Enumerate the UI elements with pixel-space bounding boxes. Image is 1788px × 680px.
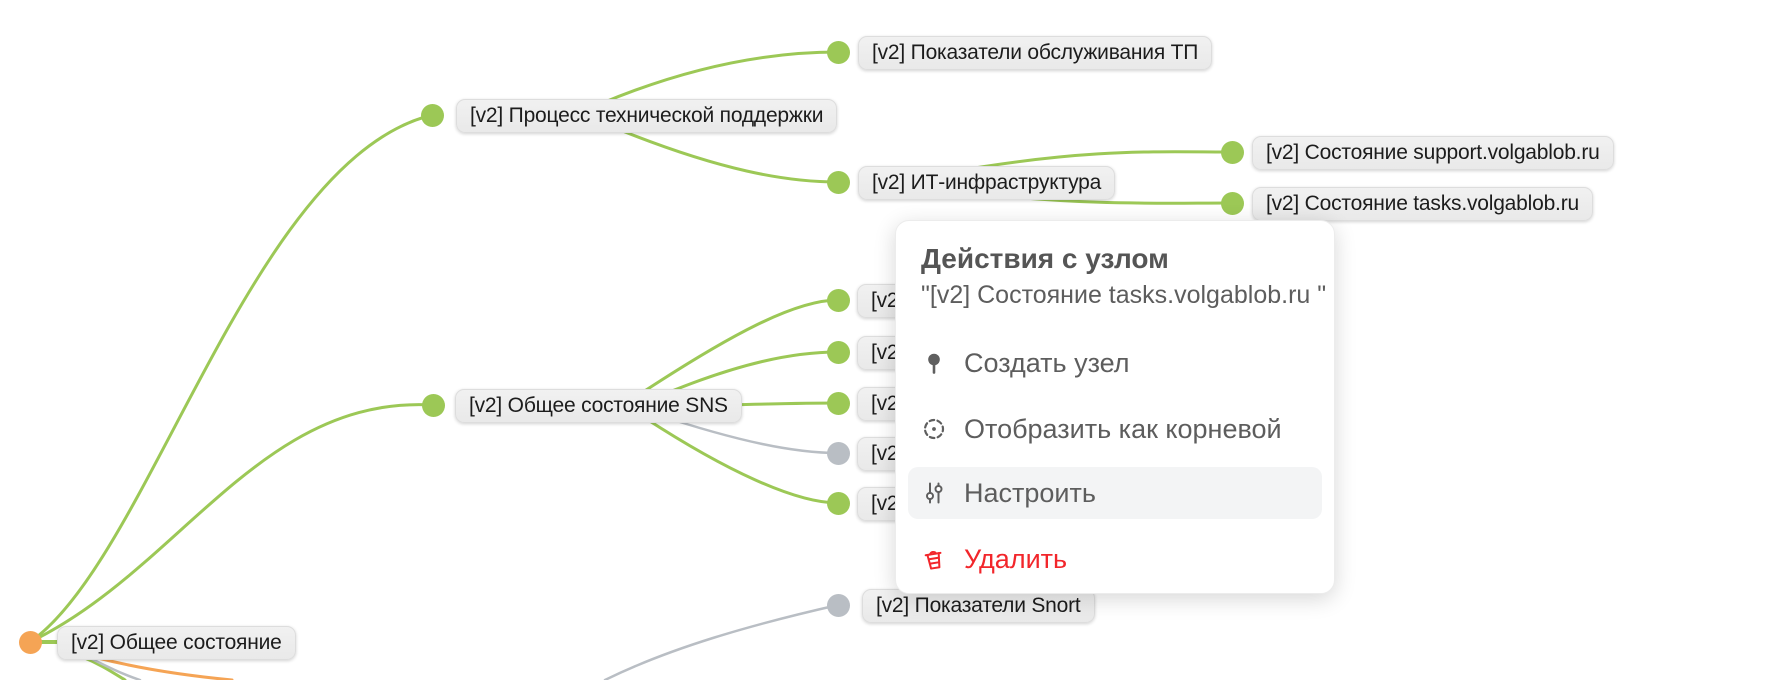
edge-sns-child1 <box>638 298 840 396</box>
edge-root-process <box>28 113 434 644</box>
menu-item-delete[interactable]: Удалить <box>908 533 1322 585</box>
node-status-dot-tp-metrics[interactable] <box>826 40 850 64</box>
edge-root-sns <box>28 403 435 644</box>
node-actions-context-menu: Действия с узлом "[v2] Состояние tasks.v… <box>895 220 1335 594</box>
node-tasks-state[interactable]: [v2] Состояние tasks.volgablob.ru <box>1252 187 1593 221</box>
node-status-dot-root[interactable] <box>18 630 42 654</box>
node-status-dot-support-state[interactable] <box>1220 140 1244 164</box>
node-snort[interactable]: [v2] Показатели Snort <box>862 589 1095 623</box>
edge-sns-child4 <box>653 412 840 455</box>
node-tp-metrics[interactable]: [v2] Показатели обслуживания ТП <box>858 36 1213 70</box>
node-root[interactable]: [v2] Общее состояние <box>57 626 296 660</box>
node-sns[interactable]: [v2] Общее состояние SNS <box>455 389 742 423</box>
trash-icon <box>924 550 942 570</box>
node-status-dot-it-infra[interactable] <box>826 170 850 194</box>
node-support-state[interactable]: [v2] Состояние support.volgablob.ru <box>1252 136 1614 170</box>
node-status-dot-sns-child-3[interactable] <box>826 391 850 415</box>
pin-icon <box>928 353 940 374</box>
menu-item-create-node[interactable]: Создать узел <box>908 337 1322 389</box>
node-it-infra[interactable]: [v2] ИТ-инфраструктура <box>858 166 1116 200</box>
edge-sns-child2 <box>653 350 840 400</box>
menu-item-configure[interactable]: Настроить <box>908 467 1322 519</box>
menu-item-label: Отобразить как корневой <box>964 413 1282 444</box>
edge-process-it <box>618 128 840 184</box>
node-status-dot-tasks-state[interactable] <box>1220 191 1244 215</box>
node-status-dot-sns-child-4[interactable] <box>826 441 850 465</box>
node-process[interactable]: [v2] Процесс технической поддержки <box>456 99 838 133</box>
node-status-dot-process[interactable] <box>420 103 444 127</box>
edge-root-tail-orange <box>96 656 234 680</box>
context-menu-title: Действия с узлом <box>921 243 1169 274</box>
menu-item-label: Создать узел <box>964 347 1130 378</box>
node-status-dot-sns-child-2[interactable] <box>826 340 850 364</box>
menu-item-label: Настроить <box>964 477 1096 508</box>
context-menu-target-node: "[v2] Состояние tasks.volgablob.ru " <box>921 281 1327 309</box>
node-status-dot-snort[interactable] <box>826 593 850 617</box>
menu-item-show-as-root[interactable]: Отобразить как корневой <box>908 403 1322 455</box>
sliders-icon <box>926 482 943 504</box>
edge-sns-child5 <box>643 416 840 505</box>
edge-process-tp <box>598 50 840 106</box>
node-status-dot-sns-child-1[interactable] <box>826 288 850 312</box>
edge-it-support <box>948 150 1234 174</box>
node-status-dot-sns-child-5[interactable] <box>826 491 850 515</box>
edge-snort-tail <box>603 603 840 680</box>
node-status-dot-sns[interactable] <box>421 393 445 417</box>
menu-item-label: Удалить <box>964 543 1068 574</box>
crosshair-icon <box>923 418 945 440</box>
